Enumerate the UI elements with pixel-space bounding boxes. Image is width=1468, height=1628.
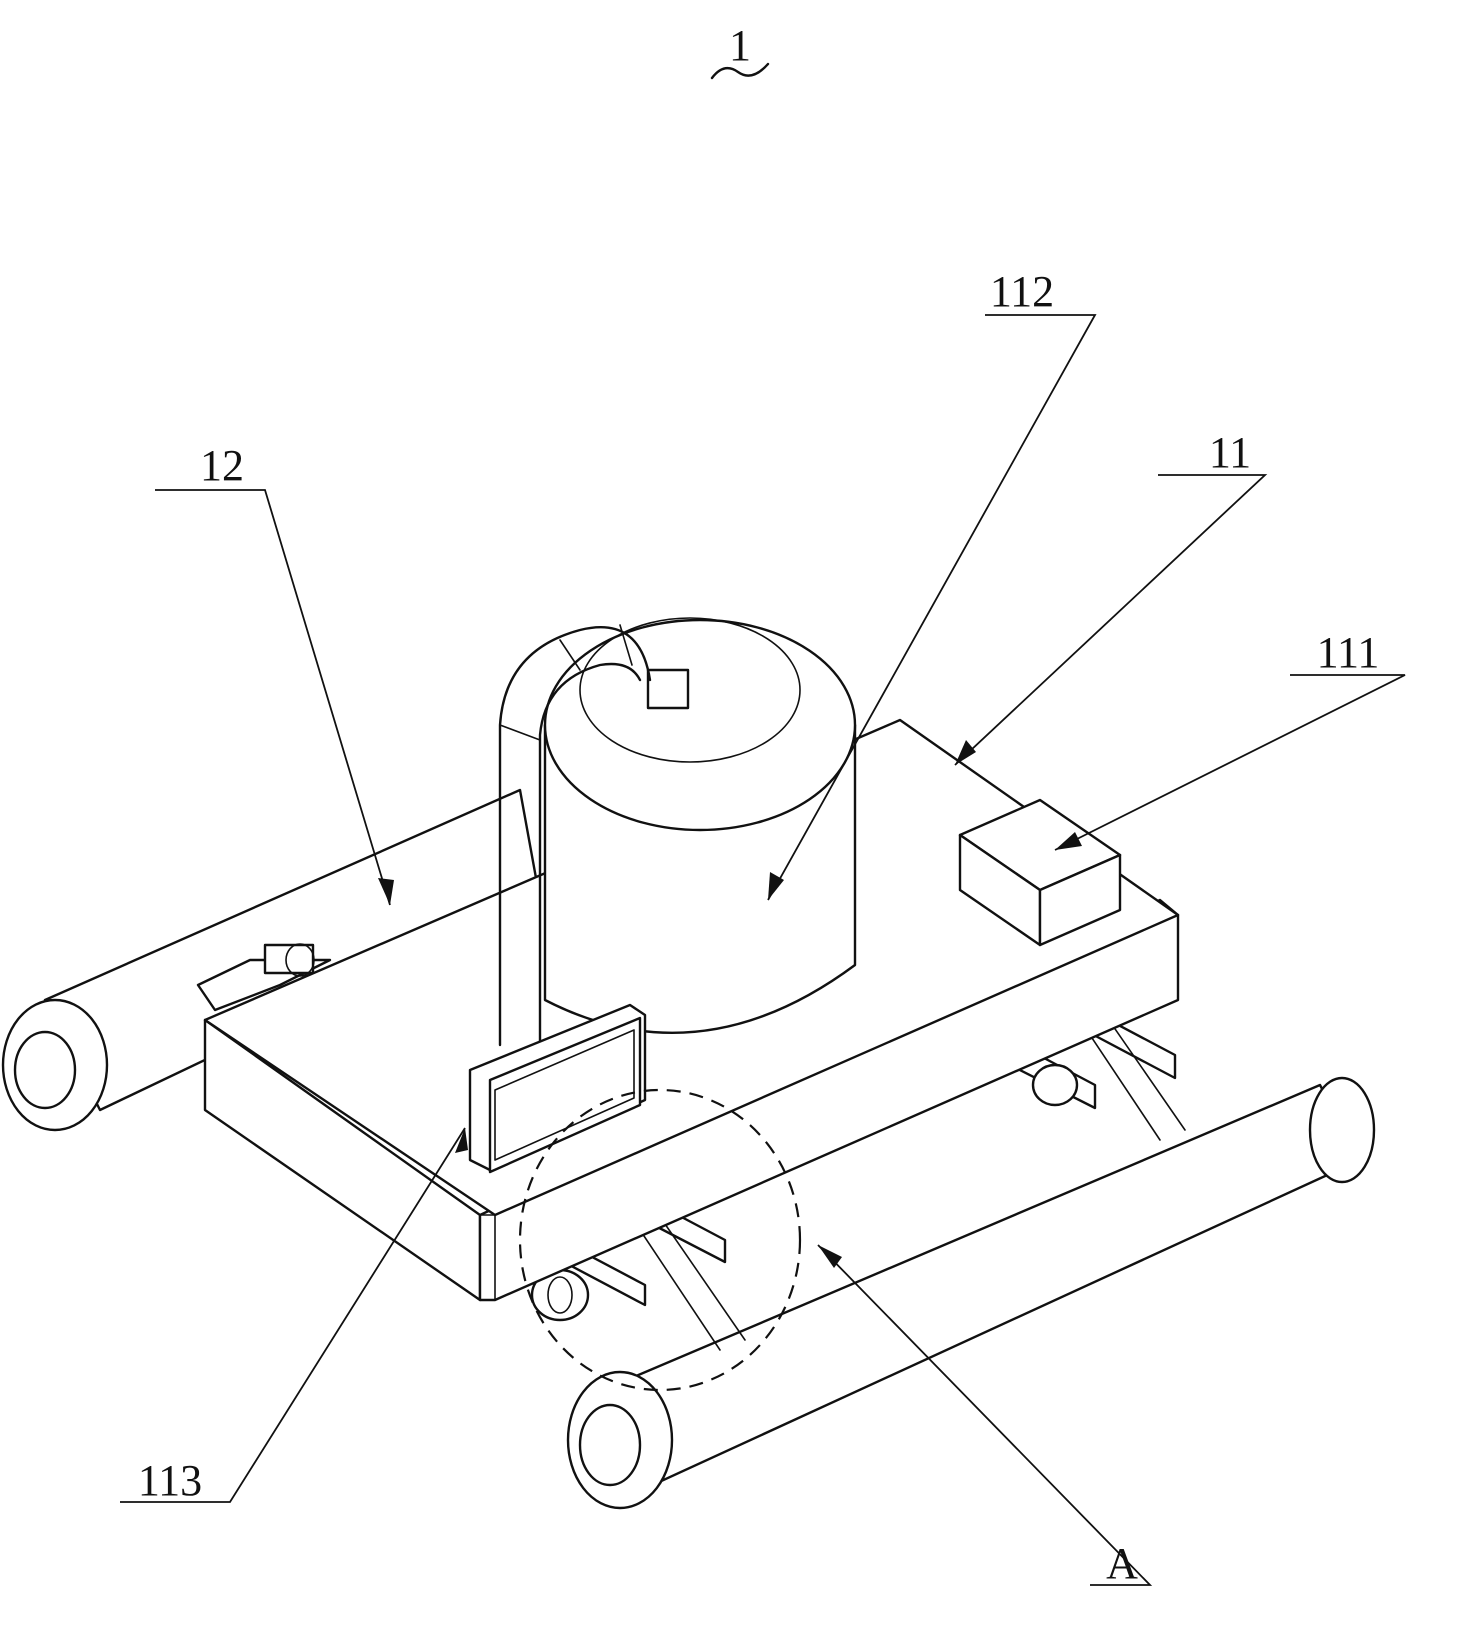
figure-number-text: 1 [729, 21, 751, 70]
reference-labels: 12 112 11 111 113 A [138, 267, 1380, 1588]
leader-a [817, 1244, 1153, 1586]
leader-11 [954, 474, 1268, 766]
tank [543, 617, 857, 1034]
right-float-pontoon [566, 1076, 1376, 1510]
leader-lines [120, 314, 1406, 1586]
detail-circle-a [518, 1088, 802, 1392]
label-12: 12 [200, 441, 244, 490]
leader-113 [120, 1127, 466, 1503]
display-panel [468, 1003, 647, 1174]
label-a: A [1106, 1539, 1138, 1588]
label-11: 11 [1209, 428, 1251, 477]
label-113: 113 [138, 1456, 202, 1505]
control-box [958, 798, 1122, 947]
leader-12 [155, 489, 391, 906]
leader-111 [1054, 674, 1406, 851]
label-111: 111 [1317, 628, 1380, 677]
figure-number-tilde [710, 62, 770, 80]
arrowheads [378, 740, 1082, 1268]
label-112: 112 [990, 267, 1054, 316]
inlet-pipe [498, 624, 652, 1047]
left-side-bracket [196, 943, 332, 1012]
figure-number: 1 [710, 21, 770, 80]
leader-112 [767, 314, 1097, 901]
